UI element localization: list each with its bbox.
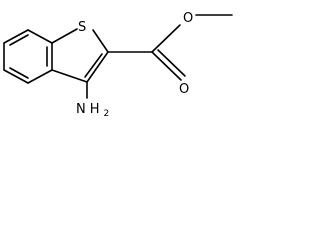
amino-hydrogen-count: 2 [104, 109, 110, 119]
bond-c3-c3a [51, 69, 88, 83]
bond-s-c2 [92, 29, 109, 53]
bond-carbonyl-o-double-a [151, 51, 182, 81]
amino-nitrogen: N [76, 102, 86, 117]
bond-c7a-s [51, 28, 78, 44]
ester-oxygen-atom: O [183, 11, 193, 26]
bond-benzene-bottom-left [3, 69, 29, 84]
amino-group-label: N H 2 [76, 100, 109, 119]
chemical-structure: S O O N H 2 [3, 11, 233, 119]
bond-c2-c3-inner [84, 53, 103, 78]
sulfur-atom: S [78, 20, 86, 35]
amino-hydrogen: H [90, 102, 100, 117]
bond-benzene-top [3, 29, 29, 44]
thiophene-ring [51, 28, 109, 83]
bond-benzene-inner-bottom [9, 67, 29, 79]
bond-benzene-top-right [27, 29, 53, 44]
bond-carbonyl-ester-o [151, 24, 181, 53]
bond-c2-c3 [86, 51, 109, 83]
bond-carbonyl-o-double-b [157, 49, 186, 77]
bond-benzene-inner-top [9, 34, 29, 46]
carbonyl-oxygen-atom: O [179, 82, 189, 97]
ester-group [107, 14, 233, 81]
benzene-ring [3, 29, 53, 84]
bond-benzene-bottom-right [27, 69, 53, 84]
